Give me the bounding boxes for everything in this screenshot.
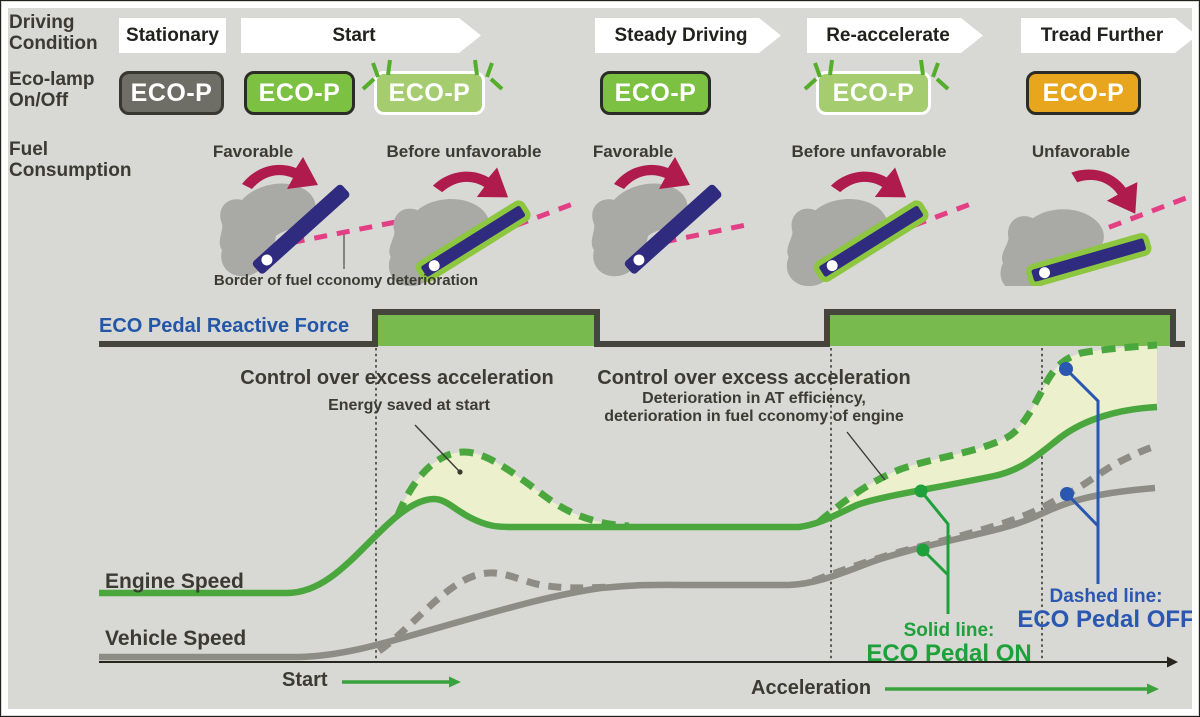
pedal-illustration-unfavorable bbox=[1000, 169, 1187, 286]
press-arrow-icon bbox=[242, 157, 318, 189]
press-arrow-icon bbox=[432, 167, 509, 198]
stage-label: Tread Further bbox=[1040, 24, 1164, 46]
pedal-icon bbox=[415, 200, 531, 283]
stage-steady-driving: Steady Driving bbox=[595, 18, 781, 53]
eco-lamp-flashing-badge: ECO-P bbox=[361, 59, 504, 115]
stage-label: Re-accelerate bbox=[826, 24, 950, 46]
dashed-line-callout-dot bbox=[1060, 487, 1074, 501]
foot-icon bbox=[219, 183, 316, 277]
axis-start-label: Start bbox=[282, 669, 328, 691]
energy-saved-callout-line bbox=[414, 424, 460, 472]
reactive-force-bar-start bbox=[378, 315, 594, 346]
acceleration-arrowhead-icon bbox=[1147, 683, 1159, 695]
vehicle-speed-label: Vehicle Speed bbox=[105, 627, 247, 650]
pedal-icon bbox=[1026, 232, 1152, 286]
stage-label: Steady Driving bbox=[614, 24, 748, 46]
dashed-line-callout-dot bbox=[1059, 362, 1073, 376]
eco-lamp-amber-badge: ECO-P bbox=[1026, 71, 1141, 115]
engine-speed-on-line bbox=[99, 403, 1158, 597]
annotation-title: Control over excess acceleration bbox=[597, 367, 911, 389]
vehicle-speed-off-line bbox=[376, 569, 612, 654]
badge-label: ECO-P bbox=[614, 78, 697, 107]
pedal-icon bbox=[252, 184, 350, 274]
fuel-condition-label: Unfavorable bbox=[1031, 142, 1131, 161]
energy-saved-callout-dot bbox=[457, 469, 463, 475]
eco-lamp-on-badge: ECO-P bbox=[600, 71, 711, 115]
engine-speed-label: Engine Speed bbox=[105, 570, 244, 593]
eco-lamp-flashing-badge: ECO-P bbox=[803, 59, 950, 115]
fuel-condition-label: Favorable bbox=[592, 142, 674, 161]
solid-line-callout bbox=[921, 548, 950, 577]
deterioration-callout-line bbox=[846, 431, 886, 481]
reactive-force-bar-accel bbox=[830, 315, 1170, 346]
foot-icon bbox=[388, 199, 490, 286]
stage-re-accelerate: Re-accelerate bbox=[807, 18, 983, 53]
legend-value: ECO Pedal OFF bbox=[1017, 605, 1195, 633]
legend-title: Dashed line: bbox=[1049, 586, 1163, 607]
start-arrowhead-icon bbox=[449, 676, 461, 688]
driving-condition-row-label: Driving Condition bbox=[9, 12, 98, 55]
annotation-control-accel: Control over excess acceleration Deterio… bbox=[586, 367, 922, 426]
eco-lamp-on-badge: ECO-P bbox=[244, 71, 355, 115]
annotation-sub: Deterioration in AT efficiency, bbox=[642, 390, 866, 407]
eco-lamp-row-label: Eco-lamp On/Off bbox=[9, 69, 95, 112]
stage-label: Start bbox=[332, 24, 376, 46]
saved-energy-fill-start bbox=[398, 452, 629, 527]
x-axis-arrowhead-icon bbox=[1167, 656, 1178, 668]
annotation-sub: Energy saved at start bbox=[328, 397, 490, 414]
annotation-energy-saved: Energy saved at start bbox=[294, 397, 524, 415]
pedal-icon bbox=[813, 200, 929, 283]
pedal-illustration-favorable bbox=[219, 157, 407, 277]
badge-label: ECO-P bbox=[388, 78, 471, 107]
stage-tread-further: Tread Further bbox=[1021, 18, 1197, 53]
pedal-illustration-before-unfavorable bbox=[388, 167, 579, 286]
reactive-force-label: ECO Pedal Reactive Force bbox=[99, 315, 350, 337]
legend-value: ECO Pedal ON bbox=[866, 639, 1032, 667]
fuel-condition-label: Favorable bbox=[212, 142, 294, 161]
pedal-illustration-favorable bbox=[591, 157, 752, 277]
border-note: Border of fuel cconomy deterioration bbox=[213, 272, 479, 289]
press-arrow-icon bbox=[614, 157, 690, 189]
annotation-control-start: Control over excess acceleration bbox=[229, 367, 565, 390]
badge-label: ECO-P bbox=[1042, 78, 1125, 107]
pedal-illustration-before-unfavorable bbox=[786, 167, 977, 286]
dashed-line-callout bbox=[1064, 367, 1100, 584]
press-arrow-icon bbox=[1071, 169, 1138, 214]
annotation-title: Control over excess acceleration bbox=[240, 367, 554, 389]
foot-icon bbox=[786, 199, 888, 286]
solid-line-callout-dot bbox=[916, 543, 930, 557]
fuel-condition-label: Before unfavorable bbox=[386, 142, 542, 161]
foot-icon bbox=[591, 183, 688, 277]
badge-label: ECO-P bbox=[130, 78, 213, 107]
solid-line-callout-dot bbox=[914, 484, 928, 498]
stage-label: Stationary bbox=[126, 24, 219, 46]
dashed-line-callout bbox=[1065, 492, 1100, 528]
pedal-icon bbox=[624, 184, 722, 274]
axis-acceleration-label: Acceleration bbox=[751, 677, 872, 699]
stage-stationary: Stationary bbox=[119, 18, 226, 53]
badge-label: ECO-P bbox=[832, 78, 915, 107]
badge-label: ECO-P bbox=[258, 78, 341, 107]
engine-speed-off-line bbox=[394, 448, 630, 530]
solid-line-callout bbox=[919, 490, 950, 614]
stage-start: Start bbox=[241, 18, 481, 53]
legend-eco-pedal-off: Dashed line: ECO Pedal OFF bbox=[1016, 586, 1196, 633]
vehicle-speed-off-line bbox=[811, 442, 1158, 585]
fuel-consumption-row-label: Fuel Consumption bbox=[9, 139, 132, 182]
press-arrow-icon bbox=[830, 167, 907, 198]
eco-lamp-off-badge: ECO-P bbox=[119, 71, 224, 115]
annotation-sub: deterioration in fuel cconomy of engine bbox=[604, 408, 904, 425]
fuel-condition-label: Before unfavorable bbox=[791, 142, 947, 161]
